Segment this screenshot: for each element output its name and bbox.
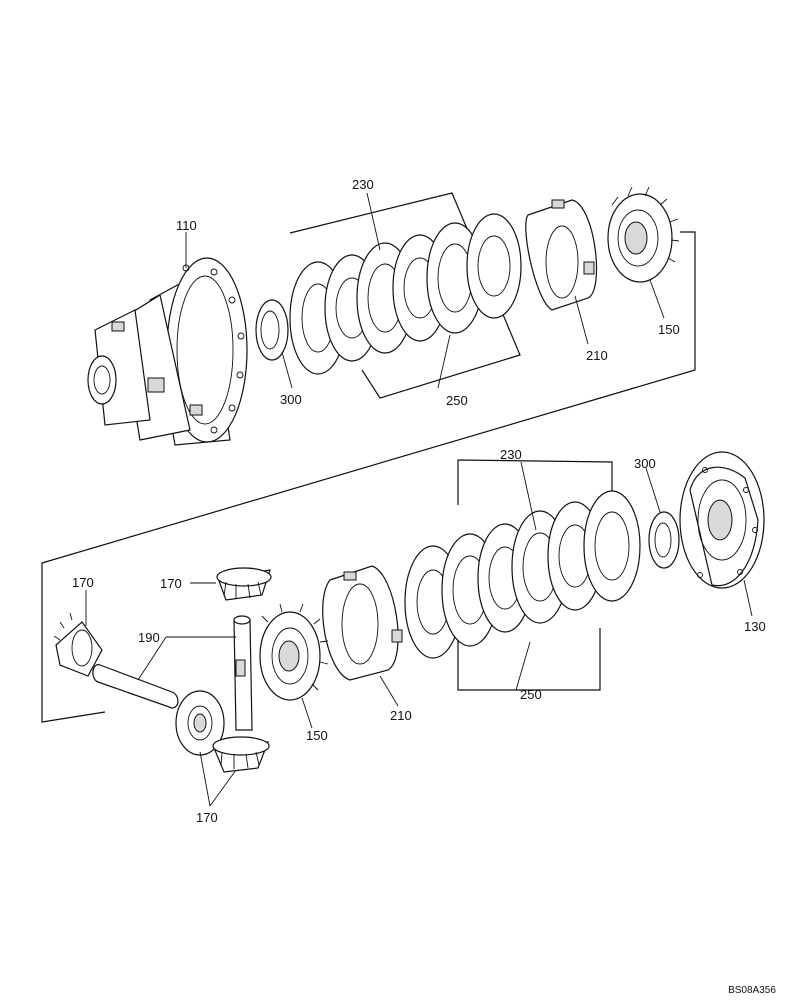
differential-housing-110	[87, 257, 248, 446]
callout-230-lower: 230	[500, 447, 522, 462]
document-code: BS08A356	[728, 985, 776, 996]
callout-170-left: 170	[72, 575, 94, 590]
assembly-connector-line	[41, 231, 696, 723]
callouts-lower: 230 300 130 250 210 150 190 170 170 170	[72, 447, 766, 825]
pressure-ring-210-upper	[525, 199, 598, 311]
leader-lines-upper	[185, 192, 665, 389]
pinion-gear-170-bottom-right	[212, 736, 270, 773]
callout-300-lower: 300	[634, 456, 656, 471]
callout-230-upper: 230	[352, 177, 374, 192]
pressure-ring-210-lower	[322, 565, 403, 681]
callout-250-upper: 250	[446, 393, 468, 408]
side-gear-150-upper	[607, 186, 680, 283]
callout-250-lower: 250	[520, 687, 542, 702]
callout-190: 190	[138, 630, 160, 645]
callout-210-lower: 210	[390, 708, 412, 723]
disc-pack-upper	[289, 213, 522, 375]
shim-washer-300-lower	[648, 511, 680, 569]
callout-170-top: 170	[160, 576, 182, 591]
callout-110: 110	[176, 218, 197, 233]
callout-300-upper: 300	[280, 392, 302, 407]
pinion-gear-170-top	[216, 567, 272, 601]
callout-150-upper: 150	[658, 322, 680, 337]
plate-250-l3	[583, 490, 641, 602]
shim-washer-300-upper	[255, 299, 289, 361]
callout-210-upper: 210	[586, 348, 608, 363]
disc-pack-lower	[404, 490, 641, 659]
disc-pack-bracket-upper	[289, 192, 521, 399]
pinion-gear-170-left	[53, 612, 103, 677]
callouts-upper: 110 300 230 250 210 150	[176, 177, 680, 408]
side-gear-150-lower	[259, 603, 329, 701]
cover-housing-130	[679, 451, 765, 589]
pinion-gear-170-bottom-left	[175, 690, 225, 756]
leader-lines-lower	[85, 461, 753, 807]
spider-shaft-190	[92, 615, 253, 731]
callout-170-bottom: 170	[196, 810, 218, 825]
callout-130: 130	[744, 619, 766, 634]
disc-pack-bracket-lower	[457, 459, 613, 691]
disc-230-3	[466, 213, 522, 319]
callout-150-lower: 150	[306, 728, 328, 743]
